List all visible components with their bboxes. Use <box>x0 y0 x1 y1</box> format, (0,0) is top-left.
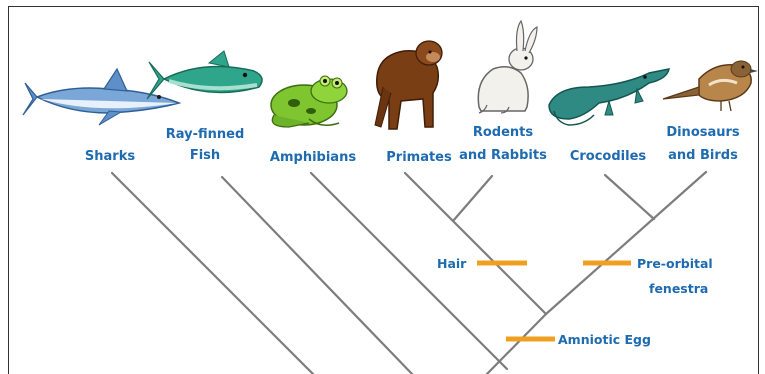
taxon-label-sharks: Sharks <box>85 149 135 164</box>
shark-illustration <box>23 69 179 125</box>
taxon-label-ray-finned-fish-line2: Fish <box>190 148 220 163</box>
branch-amniote-stem <box>486 314 546 374</box>
branch-amphibians <box>311 173 507 369</box>
taxon-label-crocodiles: Crocodiles <box>570 149 647 164</box>
taxon-label-rodents-line2: and Rabbits <box>459 148 547 163</box>
bird-illustration <box>663 61 758 111</box>
branch-rodents <box>453 176 492 221</box>
taxon-label-amphibians: Amphibians <box>270 150 356 165</box>
branch-sharks <box>112 173 314 374</box>
fish-illustration <box>147 51 262 99</box>
trait-label-amniotic-egg: Amniotic Egg <box>558 332 651 347</box>
cladogram-svg: Sharks Ray-finned Fish Amphibians Primat… <box>9 7 758 374</box>
crocodile-illustration <box>549 69 669 125</box>
taxon-label-dinosaurs-line2: and Birds <box>668 148 738 163</box>
branch-crocodiles <box>605 175 654 219</box>
trait-label-preorbital-line2: fenestra <box>649 281 708 296</box>
branch-ray-finned-fish <box>222 177 413 374</box>
taxon-label-primates: Primates <box>386 150 452 165</box>
primate-illustration <box>375 41 442 129</box>
trait-label-preorbital-line1: Pre-orbital <box>637 256 713 271</box>
cladogram-figure: Sharks Ray-finned Fish Amphibians Primat… <box>8 6 759 374</box>
taxon-label-dinosaurs-line1: Dinosaurs <box>666 125 740 140</box>
taxon-label-ray-finned-fish-line1: Ray-finned <box>166 127 245 142</box>
trait-label-hair: Hair <box>437 256 467 271</box>
taxon-label-rodents-line1: Rodents <box>473 125 534 140</box>
rabbit-illustration <box>478 21 537 113</box>
frog-illustration <box>271 76 347 127</box>
